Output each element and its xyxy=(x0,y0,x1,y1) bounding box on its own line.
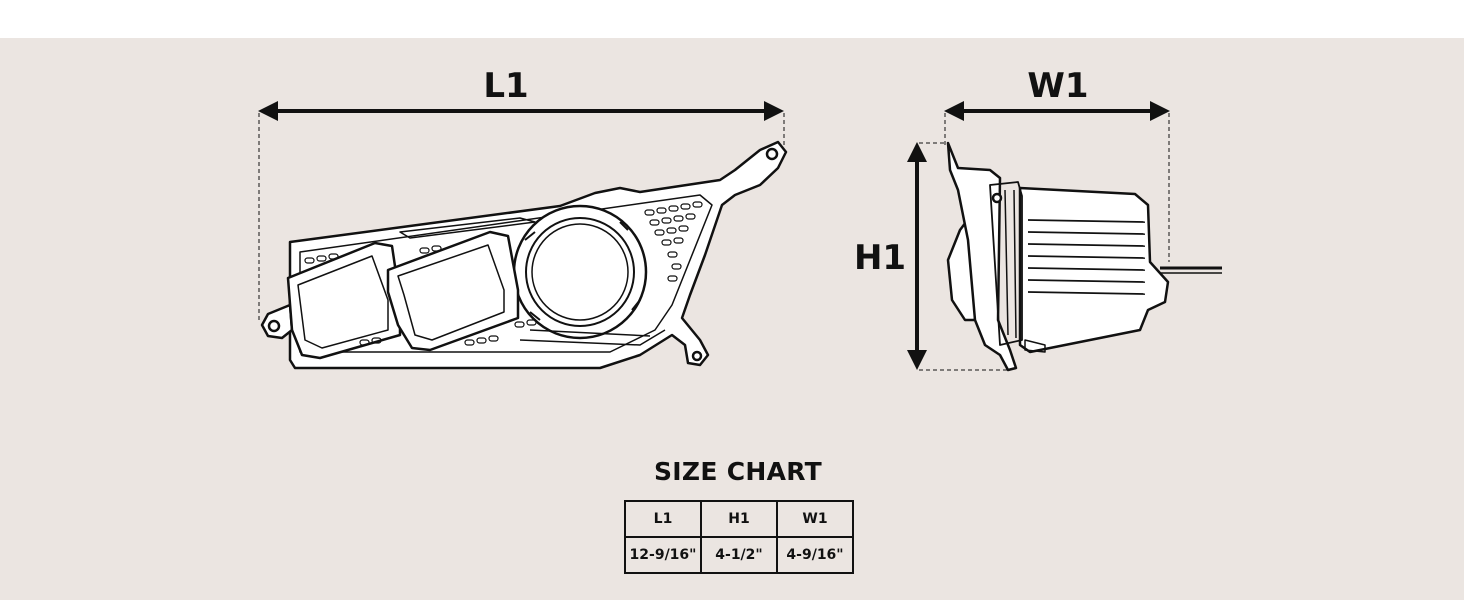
height-dimension xyxy=(907,142,1010,371)
size-chart-header: W1 xyxy=(776,500,854,538)
length-label: L1 xyxy=(483,66,528,106)
size-chart-header-row: L1 H1 W1 xyxy=(624,500,854,538)
size-chart-value: 4-1/2" xyxy=(700,536,778,574)
size-chart-value: 12-9/16" xyxy=(624,536,702,574)
top-band xyxy=(0,0,1464,38)
size-chart-value: 4-9/16" xyxy=(776,536,854,574)
length-dimension xyxy=(258,101,785,320)
height-label: H1 xyxy=(854,238,906,278)
size-chart-header: L1 xyxy=(624,500,702,538)
headlight-side-view xyxy=(946,141,1222,372)
width-label: W1 xyxy=(1027,66,1088,106)
size-chart-title: SIZE CHART xyxy=(653,457,822,486)
headlight-front-view xyxy=(260,140,788,370)
width-dimension xyxy=(944,101,1170,262)
size-chart-table: L1 H1 W1 12-9/16" 4-1/2" 4-9/16" xyxy=(624,500,854,574)
size-chart-value-row: 12-9/16" 4-1/2" 4-9/16" xyxy=(624,536,854,574)
size-chart-header: H1 xyxy=(700,500,778,538)
